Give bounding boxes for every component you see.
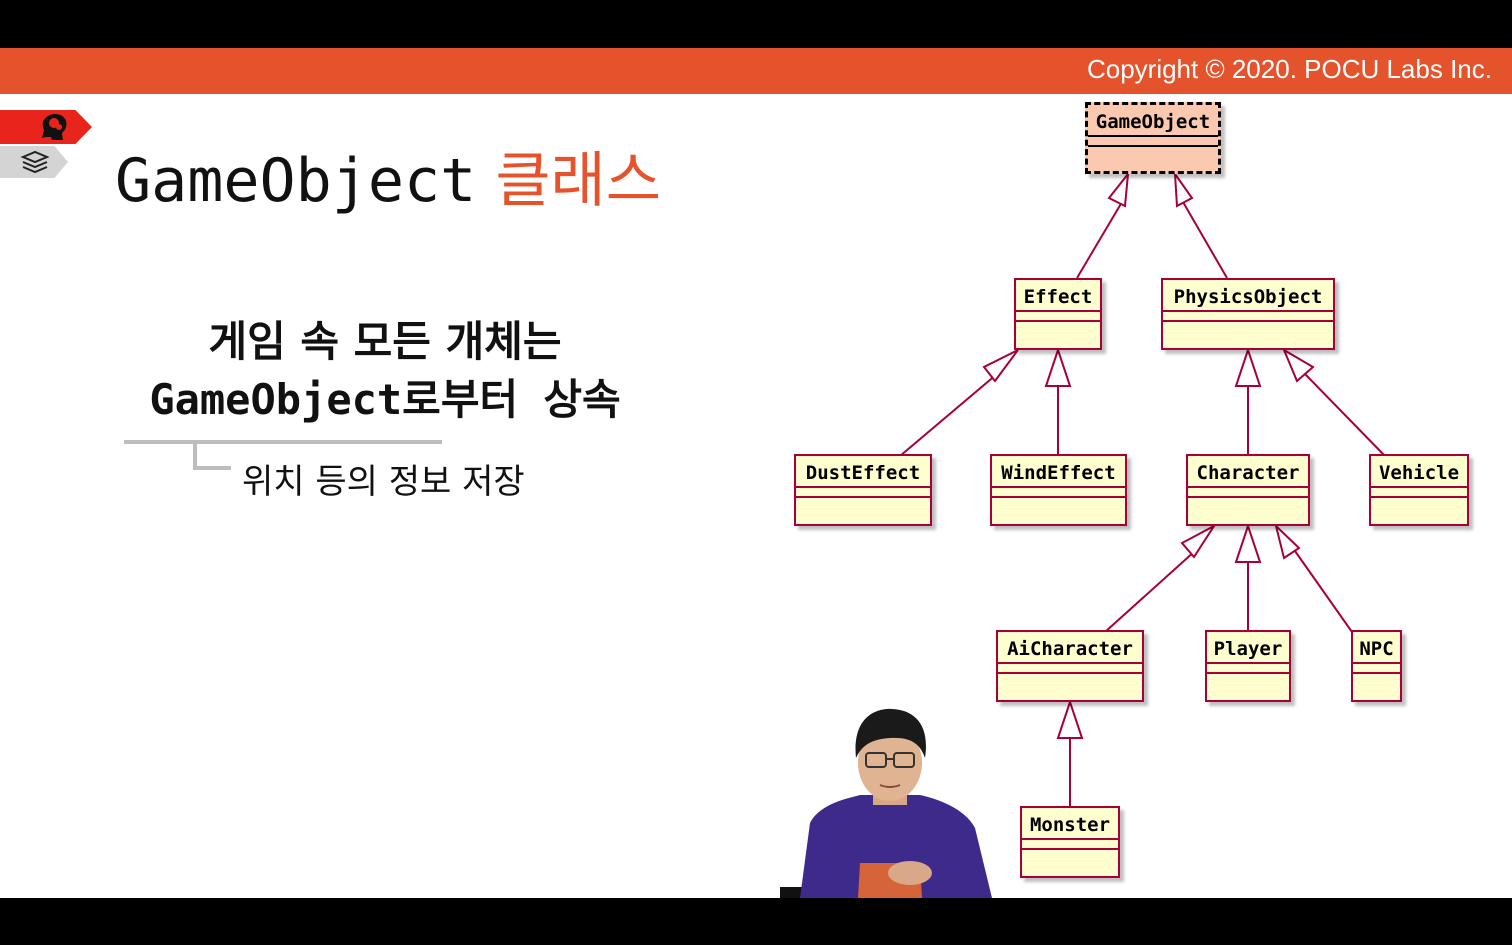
title-class-name: GameObject [115, 146, 477, 216]
book-stack-icon [20, 150, 50, 174]
sub-point-connector [193, 444, 231, 470]
class-name: Character [1196, 462, 1300, 484]
class-name: Player [1213, 638, 1283, 660]
header-band: Copyright © 2020. POCU Labs Inc. [0, 48, 1512, 94]
arrowhead [1044, 346, 1072, 387]
copyright-text: Copyright © 2020. POCU Labs Inc. [1086, 54, 1492, 84]
class-npc[interactable]: NPC [1351, 630, 1402, 702]
arrowhead [982, 349, 1019, 383]
brain-icon [42, 114, 67, 140]
class-effect[interactable]: Effect [1014, 278, 1102, 350]
edge-effect-gameobject [1076, 201, 1123, 279]
class-name: PhysicsObject [1173, 286, 1323, 308]
arrowhead [1173, 170, 1194, 208]
class-player[interactable]: Player [1205, 630, 1291, 702]
class-name: AiCharacter [1007, 638, 1133, 660]
class-gameobject[interactable]: GameObject [1085, 102, 1221, 174]
edge-npc-character [1294, 550, 1353, 633]
class-diagram-edges [899, 170, 1386, 808]
edge-dusteffect-effect [899, 373, 998, 457]
slide-title: GameObject 클래스 [115, 132, 661, 219]
letterbox-bottom [0, 898, 1512, 945]
main-statement: 게임 속 모든 개체는 GameObject로부터 상속 [120, 313, 650, 429]
class-character[interactable]: Character [1186, 454, 1310, 526]
arrowhead [1056, 698, 1084, 739]
class-monster[interactable]: Monster [1020, 806, 1120, 878]
class-dusteffect[interactable]: DustEffect [794, 454, 932, 526]
class-vehicle[interactable]: Vehicle [1369, 454, 1469, 526]
main-line-1: 게임 속 모든 개체는 [208, 317, 562, 366]
arrowhead [1281, 347, 1315, 383]
letterbox-top [0, 0, 1512, 48]
presenter [780, 708, 992, 898]
class-aicharacter[interactable]: AiCharacter [996, 630, 1144, 702]
arrowhead [1107, 170, 1130, 208]
arrowhead [1180, 523, 1217, 559]
statement-underline [124, 440, 442, 444]
class-name: GameObject [1095, 111, 1211, 133]
slide: Copyright © 2020. POCU Labs Inc. GameObj… [0, 48, 1512, 898]
edge-physicsobject-gameobject [1182, 201, 1228, 279]
class-physicsobject[interactable]: PhysicsObject [1161, 278, 1335, 350]
arrowhead [1234, 346, 1262, 387]
sub-point-text: 위치 등의 정보 저장 [242, 462, 525, 502]
edge-vehicle-physicsobject [1304, 373, 1386, 457]
class-windeffect[interactable]: WindEffect [990, 454, 1127, 526]
arrowhead [1234, 522, 1262, 563]
class-name: Monster [1029, 814, 1111, 836]
class-name: DustEffect [805, 462, 921, 484]
class-name: WindEffect [1001, 462, 1116, 484]
class-name: Effect [1023, 286, 1093, 308]
edge-aicharacter-character [1104, 550, 1196, 633]
title-korean: 클래스 [495, 146, 661, 216]
main-line-2: GameObject로부터 상속 [149, 375, 621, 424]
arrowhead [1274, 522, 1301, 560]
class-name: Vehicle [1378, 462, 1460, 484]
class-name: NPC [1359, 638, 1394, 660]
